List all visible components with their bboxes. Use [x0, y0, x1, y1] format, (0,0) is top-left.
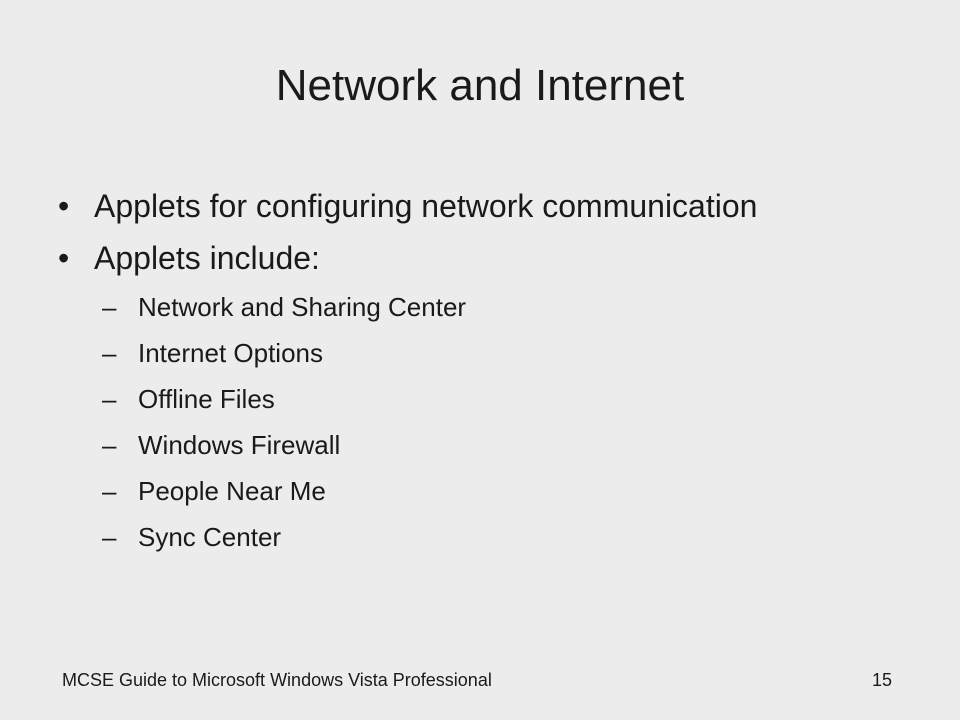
- dash-marker: –: [102, 338, 117, 368]
- bullet-text: Applets include:: [94, 240, 320, 276]
- sub-item-text: Offline Files: [138, 384, 275, 414]
- dash-marker: –: [102, 476, 117, 506]
- sub-item-text: People Near Me: [138, 476, 326, 506]
- bullet-list: • Applets for configuring network commun…: [58, 180, 918, 560]
- page-number: 15: [871, 670, 892, 690]
- sub-list: – Network and Sharing Center – Internet …: [58, 284, 918, 560]
- sub-item: – Sync Center: [58, 514, 918, 560]
- dash-marker: –: [102, 522, 117, 552]
- dash-marker: –: [102, 430, 117, 460]
- slide-title: Network and Internet: [275, 61, 685, 110]
- dash-marker: –: [102, 292, 117, 322]
- bullet-item: • Applets for configuring network commun…: [58, 180, 918, 232]
- bullet-marker: •: [58, 188, 70, 224]
- bullet-text: Applets for configuring network communic…: [94, 188, 758, 224]
- bullet-item: • Applets include:: [58, 232, 918, 284]
- sub-item-text: Sync Center: [138, 522, 282, 552]
- sub-item: – Windows Firewall: [58, 422, 918, 468]
- sub-item-text: Internet Options: [138, 338, 323, 368]
- sub-item: – Network and Sharing Center: [58, 284, 918, 330]
- sub-item: – People Near Me: [58, 468, 918, 514]
- sub-item: – Internet Options: [58, 330, 918, 376]
- sub-item: – Offline Files: [58, 376, 918, 422]
- dash-marker: –: [102, 384, 117, 414]
- sub-list-container: – Network and Sharing Center – Internet …: [58, 284, 918, 560]
- bullet-marker: •: [58, 240, 70, 276]
- sub-item-text: Windows Firewall: [138, 430, 341, 460]
- footer-text: MCSE Guide to Microsoft Windows Vista Pr…: [62, 670, 492, 690]
- sub-item-text: Network and Sharing Center: [138, 292, 467, 322]
